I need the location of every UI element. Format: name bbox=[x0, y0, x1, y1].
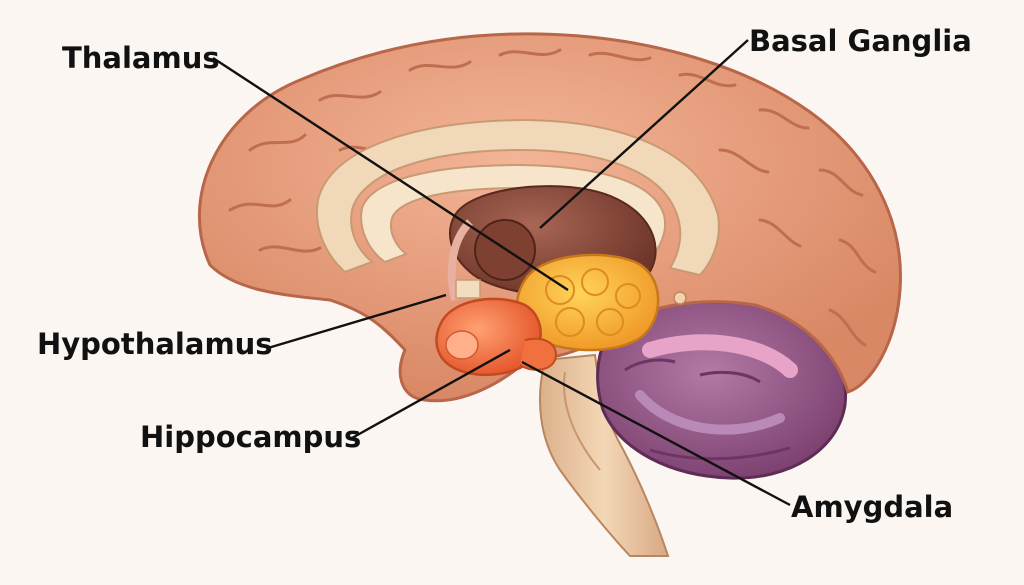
leader-line-thalamus bbox=[212, 56, 569, 292]
leader-line-hippocampus bbox=[351, 348, 511, 440]
leader-lines bbox=[212, 39, 791, 507]
cerebellum bbox=[596, 300, 848, 480]
leader-line-hypothalamus bbox=[267, 293, 447, 350]
label-amygdala: Amygdala bbox=[791, 490, 954, 524]
pineal-knob bbox=[673, 291, 687, 305]
label-hippocampus: Hippocampus bbox=[140, 420, 362, 454]
leader-line-amygdala bbox=[521, 360, 791, 507]
label-hypothalamus: Hypothalamus bbox=[37, 327, 273, 361]
label-basal-ganglia: Basal Ganglia bbox=[749, 24, 972, 58]
leader-line-basal-ganglia bbox=[539, 39, 749, 229]
fornix-band bbox=[455, 279, 481, 299]
label-thalamus: Thalamus bbox=[62, 41, 220, 75]
fornix bbox=[447, 219, 473, 301]
hypothalamus bbox=[435, 297, 557, 377]
